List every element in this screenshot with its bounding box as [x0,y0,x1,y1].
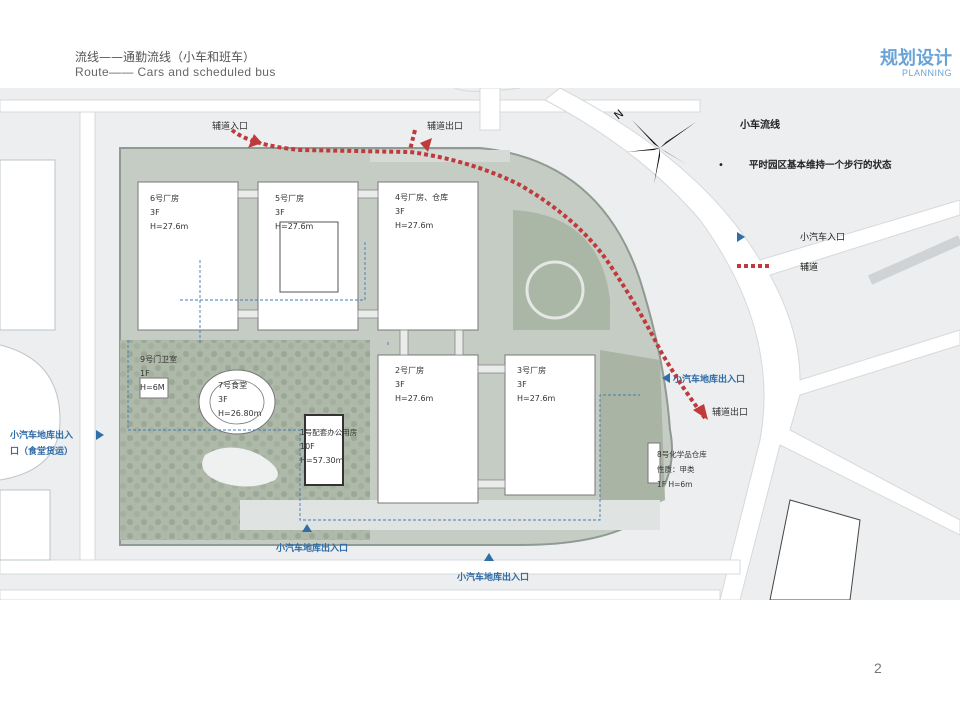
building-7-height: H=26.80m [218,409,262,418]
legend: 小车流线 • 平时园区基本维持一个步行的状态 小汽车入口 辅道 [718,118,892,273]
garage-entrance-label-left: 小汽车地库出入 [9,429,73,441]
aux-entrance-label: 辅道入口 [212,120,248,132]
car-entry-marker [662,373,670,383]
building-3-height: H=27.6m [517,394,556,403]
building-5-floors: 3F [275,208,285,217]
north-arrow: N [612,107,696,184]
aux-entrance-arrow [248,134,262,148]
building-4 [377,181,479,331]
garage-entrance-label-left-2: 口（食堂货运） [10,445,73,457]
site-plan: 6号厂房 3F H=27.6m 5号厂房 3F H=27.6m 4号厂房、仓库 … [0,88,960,600]
aux-exit-arrow [693,404,708,420]
building-2 [377,354,479,504]
neighbor-block [0,489,51,561]
building-3 [504,354,596,496]
building-6-name: 6号厂房 [150,193,179,203]
legend-car-entry-icon [737,232,745,242]
section-title: 规划设计 [880,48,952,69]
garage-entrance-label-right: 小汽车地库出入口 [672,373,745,385]
neighbor-road [867,235,960,285]
green-area [120,340,370,540]
building-5-name: 5号厂房 [275,193,304,203]
building-9-height: H=6M [140,383,165,392]
neighbor-block [0,344,61,481]
building-9-name: 9号门卫室 [140,354,177,364]
garage-entrance-label-bottom-2: 小汽车地库出入口 [456,571,529,583]
building-8-name: 8号化学品仓库 [657,449,707,459]
building-4-floors: 3F [395,207,405,216]
pond [202,447,278,487]
page-title: 流线——通勤流线（小车和班车） [75,50,256,64]
building-2-height: H=27.6m [395,394,434,403]
legend-title: 小车流线 [739,118,780,131]
aux-road-exit-spur [408,129,417,151]
building-6 [137,181,239,331]
building-1-floors: 10F [300,442,315,451]
neighbor-block [0,159,56,331]
building-1-name: 1号配套办公用房 [300,427,357,437]
building-7-inner-ring [209,379,265,425]
car-entry-marker [96,430,104,440]
green-area [600,350,665,520]
aux-road-route [230,128,707,420]
building-6-height: H=27.6m [150,222,189,231]
building-8 [647,442,661,484]
building-2-floors: 3F [395,380,405,389]
building-4-name: 4号厂房、仓库 [395,192,448,202]
building-5-height: H=27.6m [275,222,314,231]
garage-entrance-label-bottom: 小汽车地库出入口 [275,542,348,554]
building-2-name: 2号厂房 [395,365,424,375]
park-path [525,260,585,320]
car-entry-marker [484,553,494,561]
building-1-height: H=57.30m [300,456,344,465]
page-subtitle: Route—— Cars and scheduled bus [75,65,276,79]
section-subtitle: PLANNING [901,68,952,78]
building-8-nature: 性质：甲类 [657,464,695,474]
building-3-name: 3号厂房 [517,365,546,375]
building-8-floors-height: 1F H=6m [657,480,692,489]
aux-exit-label-right: 辅道出口 [712,406,748,418]
building-9 [139,377,169,399]
legend-bullet: • [718,160,724,171]
park-area [513,210,610,330]
building-7-name: 7号食堂 [218,380,247,390]
legend-note: 平时园区基本维持一个步行的状态 [749,159,892,171]
car-entry-marker [302,524,312,532]
neighbor-block [769,499,861,600]
building-connectors [237,189,506,489]
garage-outline [127,240,640,521]
building-3-floors: 3F [517,380,527,389]
building-4-height: H=27.6m [395,221,434,230]
pavement [240,500,660,530]
building-9-floors: 1F [140,369,150,378]
legend-car-entry-label: 小汽车入口 [800,231,845,243]
aux-exit-label-top: 辅道出口 [427,120,463,132]
building-6-floors: 3F [150,208,160,217]
legend-aux-road-label: 辅道 [800,261,818,273]
page-number: 2 [874,660,882,676]
building-7-floors: 3F [218,395,228,404]
building-1 [304,414,344,486]
road-network [0,88,960,600]
building-5-courtyard [279,221,339,293]
aux-exit-arrow [420,138,432,152]
